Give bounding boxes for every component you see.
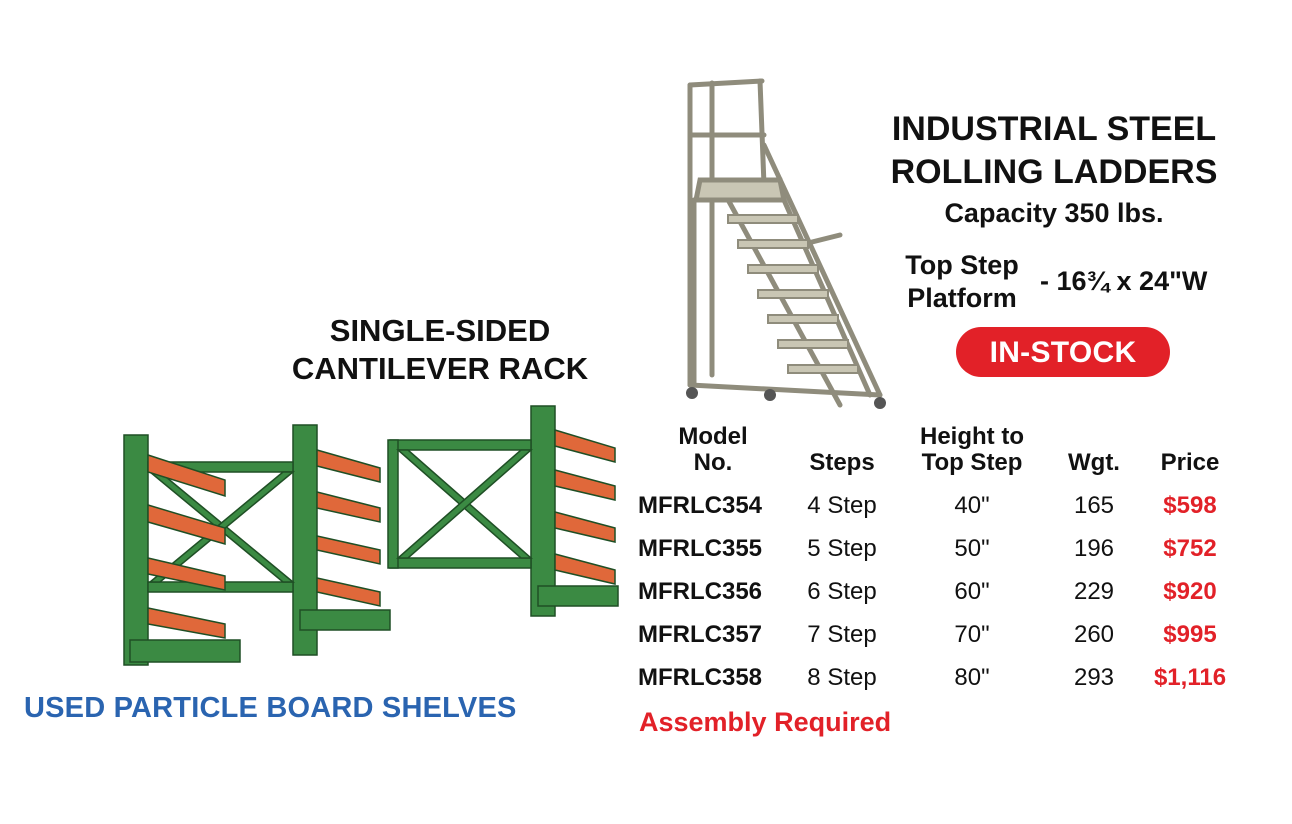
row-weight: 165 [1073, 491, 1115, 519]
row-weight: 196 [1073, 534, 1115, 562]
row-model: MFRLC357 [638, 620, 763, 648]
row-height: 60" [954, 577, 990, 605]
rack-title: SINGLE-SIDED CANTILEVER RACK [270, 312, 610, 388]
table-row: MFRLC355 5 Step 50" 196 $752 [630, 527, 1248, 570]
row-price: $598 [1163, 491, 1217, 519]
header-height: Height to Top Step [888, 424, 1056, 484]
rack-title-line1: SINGLE-SIDED [329, 313, 551, 348]
row-model: MFRLC358 [638, 663, 763, 691]
in-stock-badge: IN-STOCK [956, 327, 1170, 377]
header-height-line2: Top Step [921, 449, 1023, 476]
row-steps: 5 Step [807, 534, 877, 562]
header-height-line1: Height to [920, 423, 1024, 450]
header-model: Model No. [630, 424, 796, 484]
row-weight: 293 [1073, 663, 1115, 691]
top-step-label-line1: Top Step [905, 250, 1019, 280]
header-price: Price [1160, 449, 1220, 476]
row-steps: 6 Step [807, 577, 877, 605]
row-steps: 8 Step [807, 663, 877, 691]
row-height: 70" [954, 620, 990, 648]
rack-title-line2: CANTILEVER RACK [291, 351, 589, 386]
table-row: MFRLC357 7 Step 70" 260 $995 [630, 613, 1248, 656]
ladder-title-line1: INDUSTRIAL STEEL [891, 110, 1217, 148]
top-step-label-line2: Platform [907, 283, 1017, 313]
row-price: $995 [1163, 620, 1217, 648]
row-height: 50" [954, 534, 990, 562]
table-header-row: Model No. Steps Height to Top Step Wgt. … [630, 424, 1248, 484]
rack-note: USED PARTICLE BOARD SHELVES [24, 692, 517, 724]
ladder-title-line2: ROLLING LADDERS [890, 153, 1218, 191]
header-steps: Steps [809, 449, 875, 476]
row-weight: 229 [1073, 577, 1115, 605]
row-price: $1,116 [1153, 663, 1227, 691]
row-price: $920 [1163, 577, 1217, 605]
row-steps: 7 Step [807, 620, 877, 648]
assembly-required-note: Assembly Required [639, 707, 892, 737]
ladder-capacity: Capacity 350 lbs. [944, 198, 1164, 228]
ladder-specs-table: Model No. Steps Height to Top Step Wgt. … [630, 424, 1248, 699]
table-row: MFRLC358 8 Step 80" 293 $1,116 [630, 656, 1248, 699]
top-step-label: Top Step Platform [892, 249, 1032, 315]
header-model-line1: Model [678, 423, 748, 450]
header-model-line2: No. [693, 449, 733, 476]
table-row: MFRLC354 4 Step 40" 165 $598 [630, 484, 1248, 527]
table-row: MFRLC356 6 Step 60" 229 $920 [630, 570, 1248, 613]
row-model: MFRLC354 [638, 491, 763, 519]
row-model: MFRLC355 [638, 534, 763, 562]
cantilever-rack-image [123, 405, 619, 666]
row-price: $752 [1163, 534, 1217, 562]
row-weight: 260 [1073, 620, 1115, 648]
row-height: 40" [954, 491, 990, 519]
header-weight: Wgt. [1068, 449, 1120, 476]
row-model: MFRLC356 [638, 577, 763, 605]
row-steps: 4 Step [807, 491, 877, 519]
top-step-value: - 16¾ x 24"W [1040, 266, 1208, 296]
ladder-title: INDUSTRIAL STEEL ROLLING LADDERS [868, 108, 1240, 194]
rolling-ladder-image [686, 78, 886, 409]
row-height: 80" [954, 663, 990, 691]
